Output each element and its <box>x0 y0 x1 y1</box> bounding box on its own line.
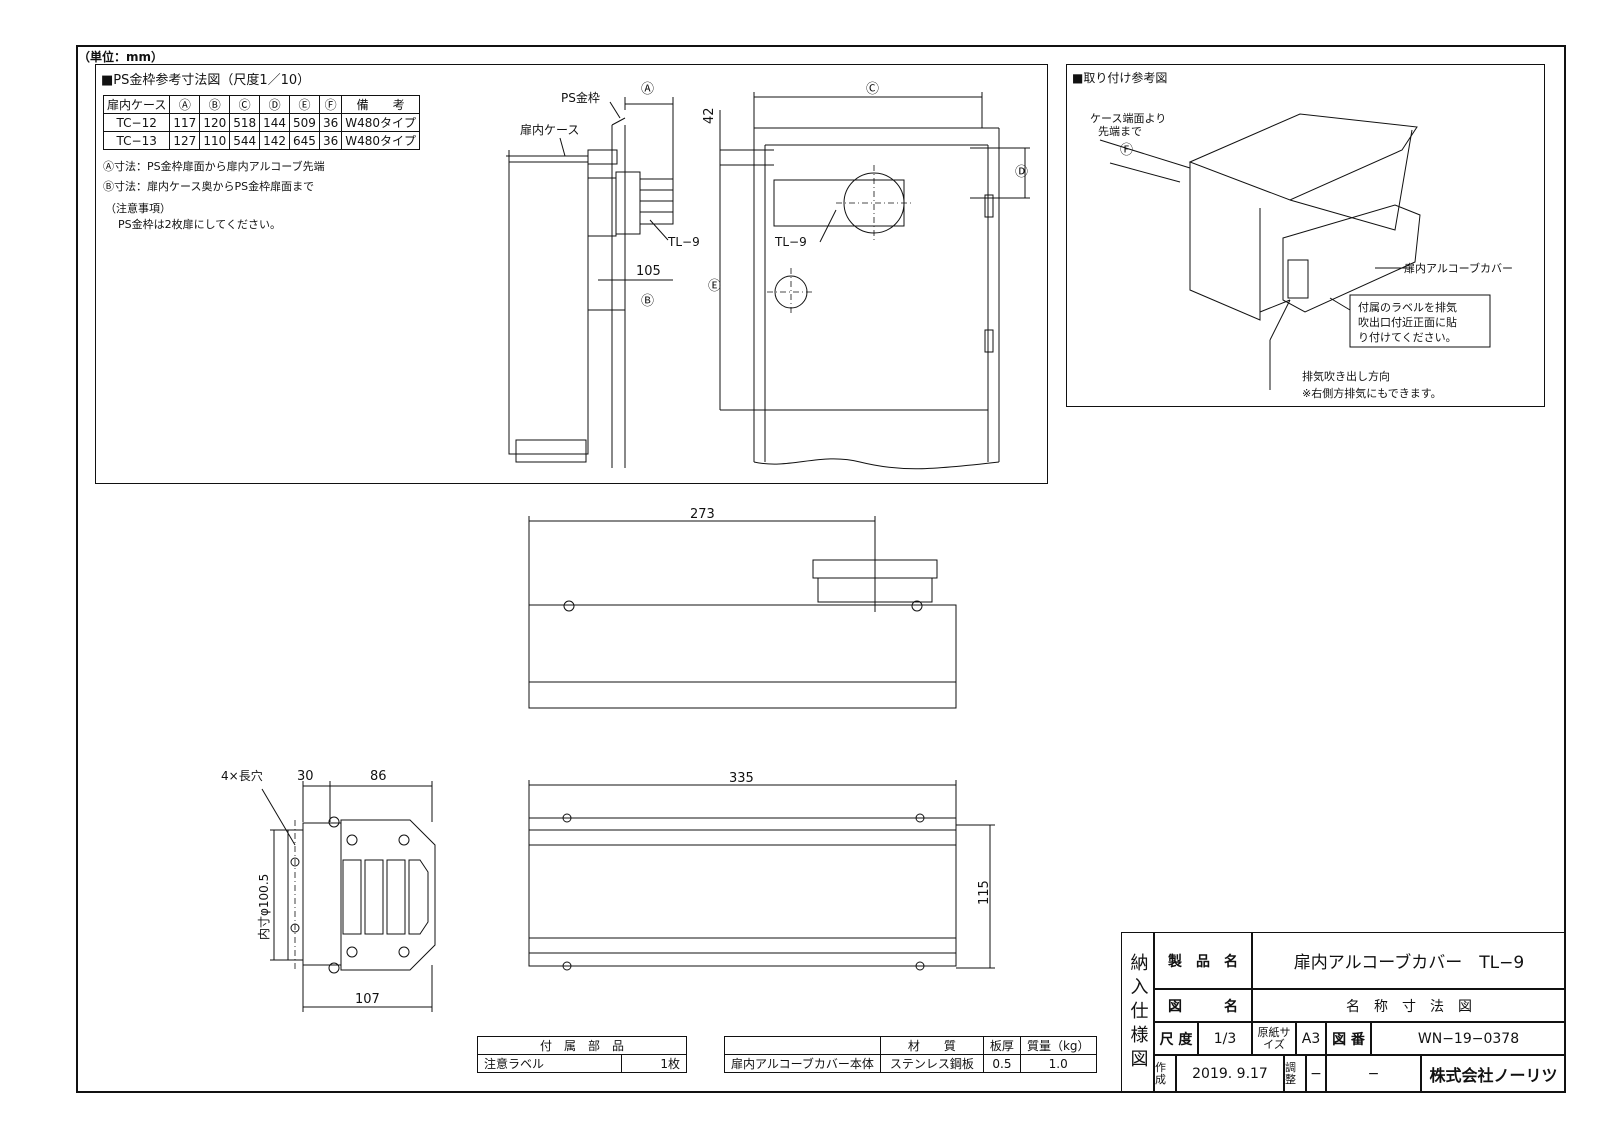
tb-drawing-no-label: 図 番 <box>1326 1022 1371 1055</box>
tb-paper: A3 <box>1296 1022 1326 1055</box>
table-cell: 117 <box>169 113 201 132</box>
parts-header: 付 属 部 品 <box>477 1036 687 1055</box>
note-text: PS金枠は2枚扉にしてください。 <box>118 218 281 231</box>
tb-drawing-name: 名 称 寸 法 図 <box>1252 989 1566 1022</box>
tb-paper-label: 原紙サイズ <box>1252 1022 1296 1055</box>
note-heading: （注意事項） <box>105 202 171 215</box>
material-cell: ステンレス鋼板 <box>879 1054 984 1073</box>
table-cell: 36 <box>318 131 343 150</box>
tb-dash: − <box>1326 1055 1421 1093</box>
table-row: TC−12 117 120 518 144 509 36 W480タイプ <box>102 113 420 132</box>
tb-scale-label: 尺 度 <box>1154 1022 1198 1055</box>
drawing-frame <box>76 45 1566 1093</box>
table-header: Ⓒ <box>229 95 261 114</box>
table-header: 備 考 <box>341 95 420 114</box>
tb-drawing-no: WN−19−0378 <box>1371 1022 1566 1055</box>
table-header: Ⓕ <box>318 95 343 114</box>
material-cell: 1.0 <box>1019 1054 1097 1073</box>
table-header: Ⓓ <box>259 95 291 114</box>
table-header: Ⓐ <box>169 95 201 114</box>
table-cell: W480タイプ <box>341 131 420 150</box>
table-row: TC−13 127 110 544 142 645 36 W480タイプ <box>102 131 420 150</box>
table-cell: TC−12 <box>102 113 171 132</box>
note-a: Ⓐ寸法：PS金枠扉面から扉内アルコーブ先端 <box>103 160 325 173</box>
table-cell: 142 <box>259 131 291 150</box>
tb-product-label: 製 品 名 <box>1154 932 1252 989</box>
material-cell: 扉内アルコーブカバー本体 <box>724 1054 881 1073</box>
unit-label: （単位：mm） <box>78 50 164 64</box>
tb-created: 2019. 9.17 <box>1176 1055 1284 1093</box>
tb-adjusted: − <box>1306 1055 1326 1093</box>
material-header: 材 質 <box>879 1036 984 1055</box>
material-header: 質量（kg） <box>1019 1036 1097 1055</box>
tb-scale: 1/3 <box>1198 1022 1252 1055</box>
table-header-row: 扉内ケース Ⓐ Ⓑ Ⓒ Ⓓ Ⓔ Ⓕ 備 考 <box>102 95 420 114</box>
tb-adjusted-label: 調整 <box>1284 1055 1306 1093</box>
tb-company: 株式会社ノーリツ <box>1421 1055 1566 1093</box>
table-header: 扉内ケース <box>102 95 171 114</box>
material-header: 板厚 <box>982 1036 1021 1055</box>
table-header: Ⓑ <box>199 95 231 114</box>
install-section-box <box>1066 64 1545 407</box>
table-cell: 645 <box>289 131 320 150</box>
ps-spec-table: 扉内ケース Ⓐ Ⓑ Ⓒ Ⓓ Ⓔ Ⓕ 備 考 TC−12 117 120 518 … <box>102 95 420 150</box>
table-header: Ⓔ <box>289 95 320 114</box>
install-section-title: ■取り付け参考図 <box>1072 71 1168 85</box>
table-cell: 509 <box>289 113 320 132</box>
table-cell: TC−13 <box>102 131 171 150</box>
tb-product-name: 扉内アルコーブカバー TL−9 <box>1252 932 1566 989</box>
parts-item: 注意ラベル <box>476 1054 623 1073</box>
parts-table: 付 属 部 品 注意ラベル 1枚 <box>476 1036 687 1073</box>
tb-drawing-label: 図 名 <box>1154 989 1252 1022</box>
material-table: 材 質 板厚 質量（kg） 扉内アルコーブカバー本体 ステンレス鋼板 0.5 1… <box>724 1036 1097 1073</box>
tb-vertical-title: 納入仕様図 <box>1121 932 1154 1093</box>
table-cell: 36 <box>318 113 343 132</box>
title-block: 納入仕様図 製 品 名 扉内アルコーブカバー TL−9 図 名 名 称 寸 法 … <box>1121 932 1566 1093</box>
note-b: Ⓑ寸法：扉内ケース奥からPS金枠扉面まで <box>103 180 315 193</box>
table-cell: 518 <box>229 113 261 132</box>
material-cell: 0.5 <box>982 1054 1021 1073</box>
ps-section-box <box>95 64 1048 484</box>
parts-qty: 1枚 <box>621 1054 687 1073</box>
table-cell: W480タイプ <box>341 113 420 132</box>
ps-section-title: ■PS金枠参考寸法図（尺度1／10） <box>101 73 311 88</box>
material-header <box>724 1036 881 1055</box>
tb-created-label: 作成 <box>1154 1055 1176 1093</box>
table-cell: 544 <box>229 131 261 150</box>
table-cell: 127 <box>169 131 201 150</box>
table-cell: 110 <box>199 131 231 150</box>
table-cell: 144 <box>259 113 291 132</box>
table-cell: 120 <box>199 113 231 132</box>
